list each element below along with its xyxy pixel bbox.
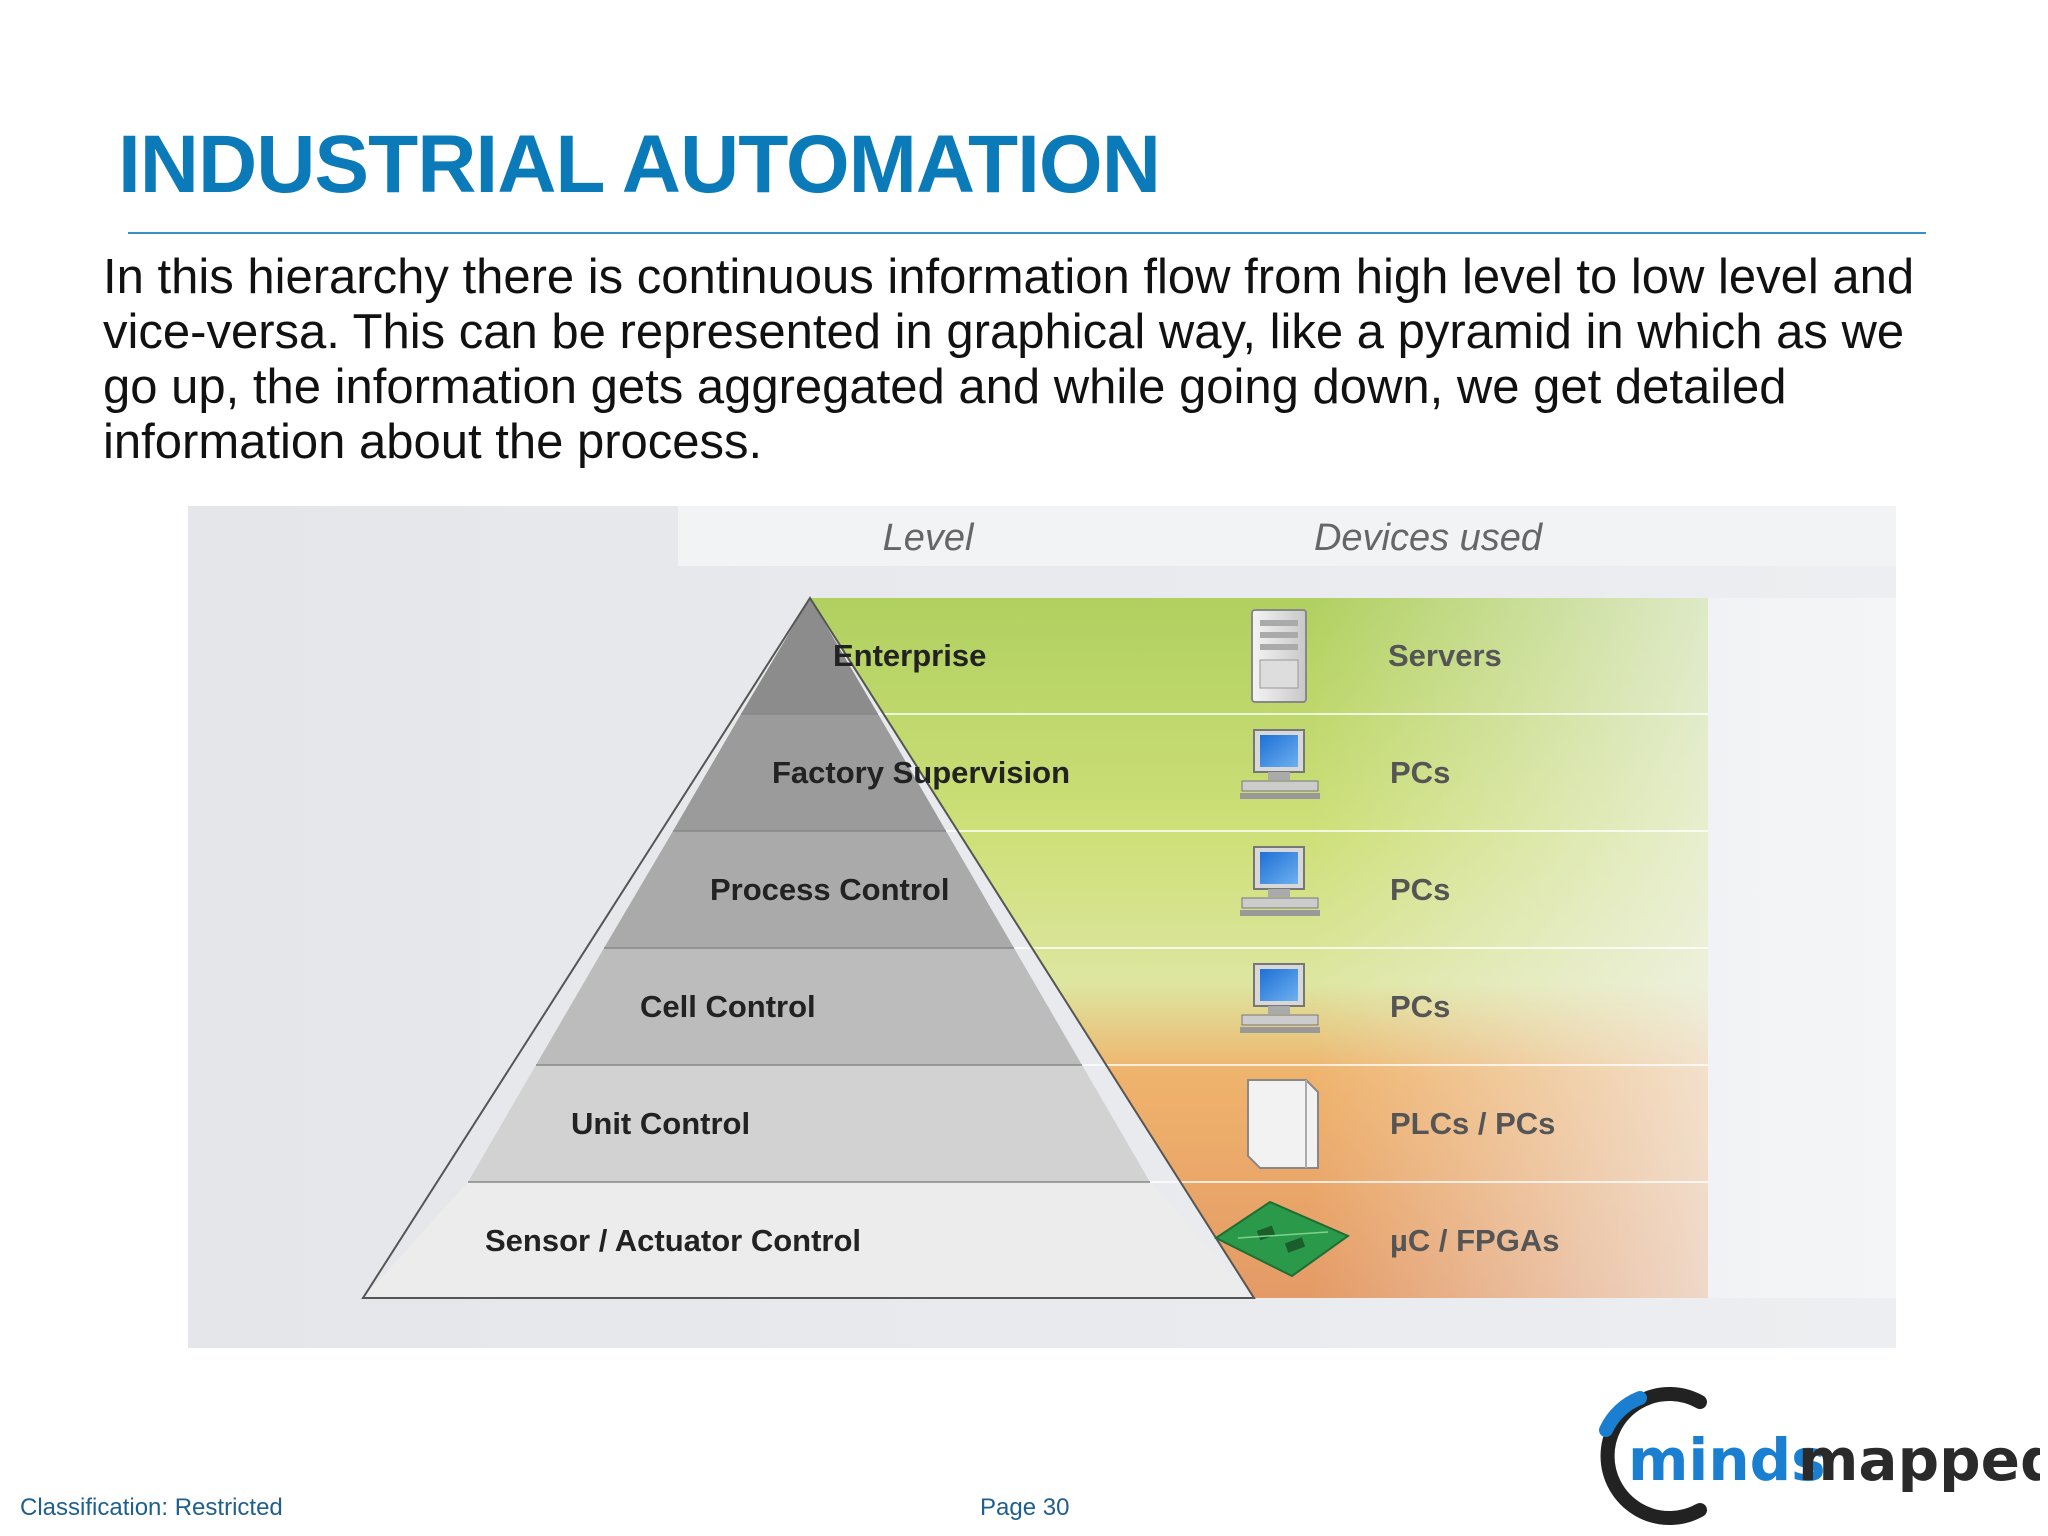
slide-title: INDUSTRIAL AUTOMATION: [118, 119, 1161, 210]
automation-pyramid-diagram: Level Devices used Enterprise Factory Su…: [188, 506, 1896, 1348]
device-label-uc-fpgas: µC / FPGAs: [1390, 1223, 1559, 1258]
server-icon: [1251, 609, 1307, 703]
pyramid-band-unit-control: [468, 1065, 1150, 1182]
pyramid-band-cell-control: [536, 948, 1082, 1065]
footer-classification: Classification: Restricted: [20, 1494, 283, 1521]
pc-icon: [1240, 846, 1320, 916]
footer-page-number: Page 30: [980, 1494, 1070, 1521]
level-label-factory-supervision: Factory Supervision: [772, 755, 1070, 790]
pyramid-band-process-control: [604, 831, 1014, 948]
pyramid-band-factory-supervision: [673, 714, 946, 831]
level-label-cell-control: Cell Control: [640, 989, 816, 1024]
device-label-pcs-1: PCs: [1390, 755, 1450, 790]
level-label-sensor-actuator-control: Sensor / Actuator Control: [485, 1223, 861, 1258]
device-label-servers: Servers: [1388, 638, 1502, 673]
pyramid-band-sensor-actuator: [363, 1182, 1254, 1298]
header-level: Level: [883, 517, 975, 559]
slide-body-text: In this hierarchy there is continuous in…: [103, 250, 1915, 469]
plc-icon: [1247, 1079, 1319, 1169]
mindsmapped-logo: minds mapped: [1599, 1387, 2040, 1525]
device-label-pcs-2: PCs: [1390, 872, 1450, 907]
device-label-pcs-3: PCs: [1390, 989, 1450, 1024]
circuit-board-icon: [1214, 1200, 1351, 1278]
pc-icon: [1240, 729, 1320, 799]
device-label-plcs-pcs: PLCs / PCs: [1390, 1106, 1555, 1141]
logo-text-mapped: mapped: [1798, 1426, 2040, 1494]
pyramid-band-enterprise: [741, 598, 878, 714]
title-divider: [128, 232, 1926, 234]
level-label-unit-control: Unit Control: [571, 1106, 750, 1141]
level-label-enterprise: Enterprise: [833, 638, 986, 673]
level-label-process-control: Process Control: [710, 872, 949, 907]
logo-text-minds: minds: [1628, 1426, 1826, 1494]
pc-icon: [1240, 963, 1320, 1033]
header-devices-used: Devices used: [1314, 517, 1544, 559]
